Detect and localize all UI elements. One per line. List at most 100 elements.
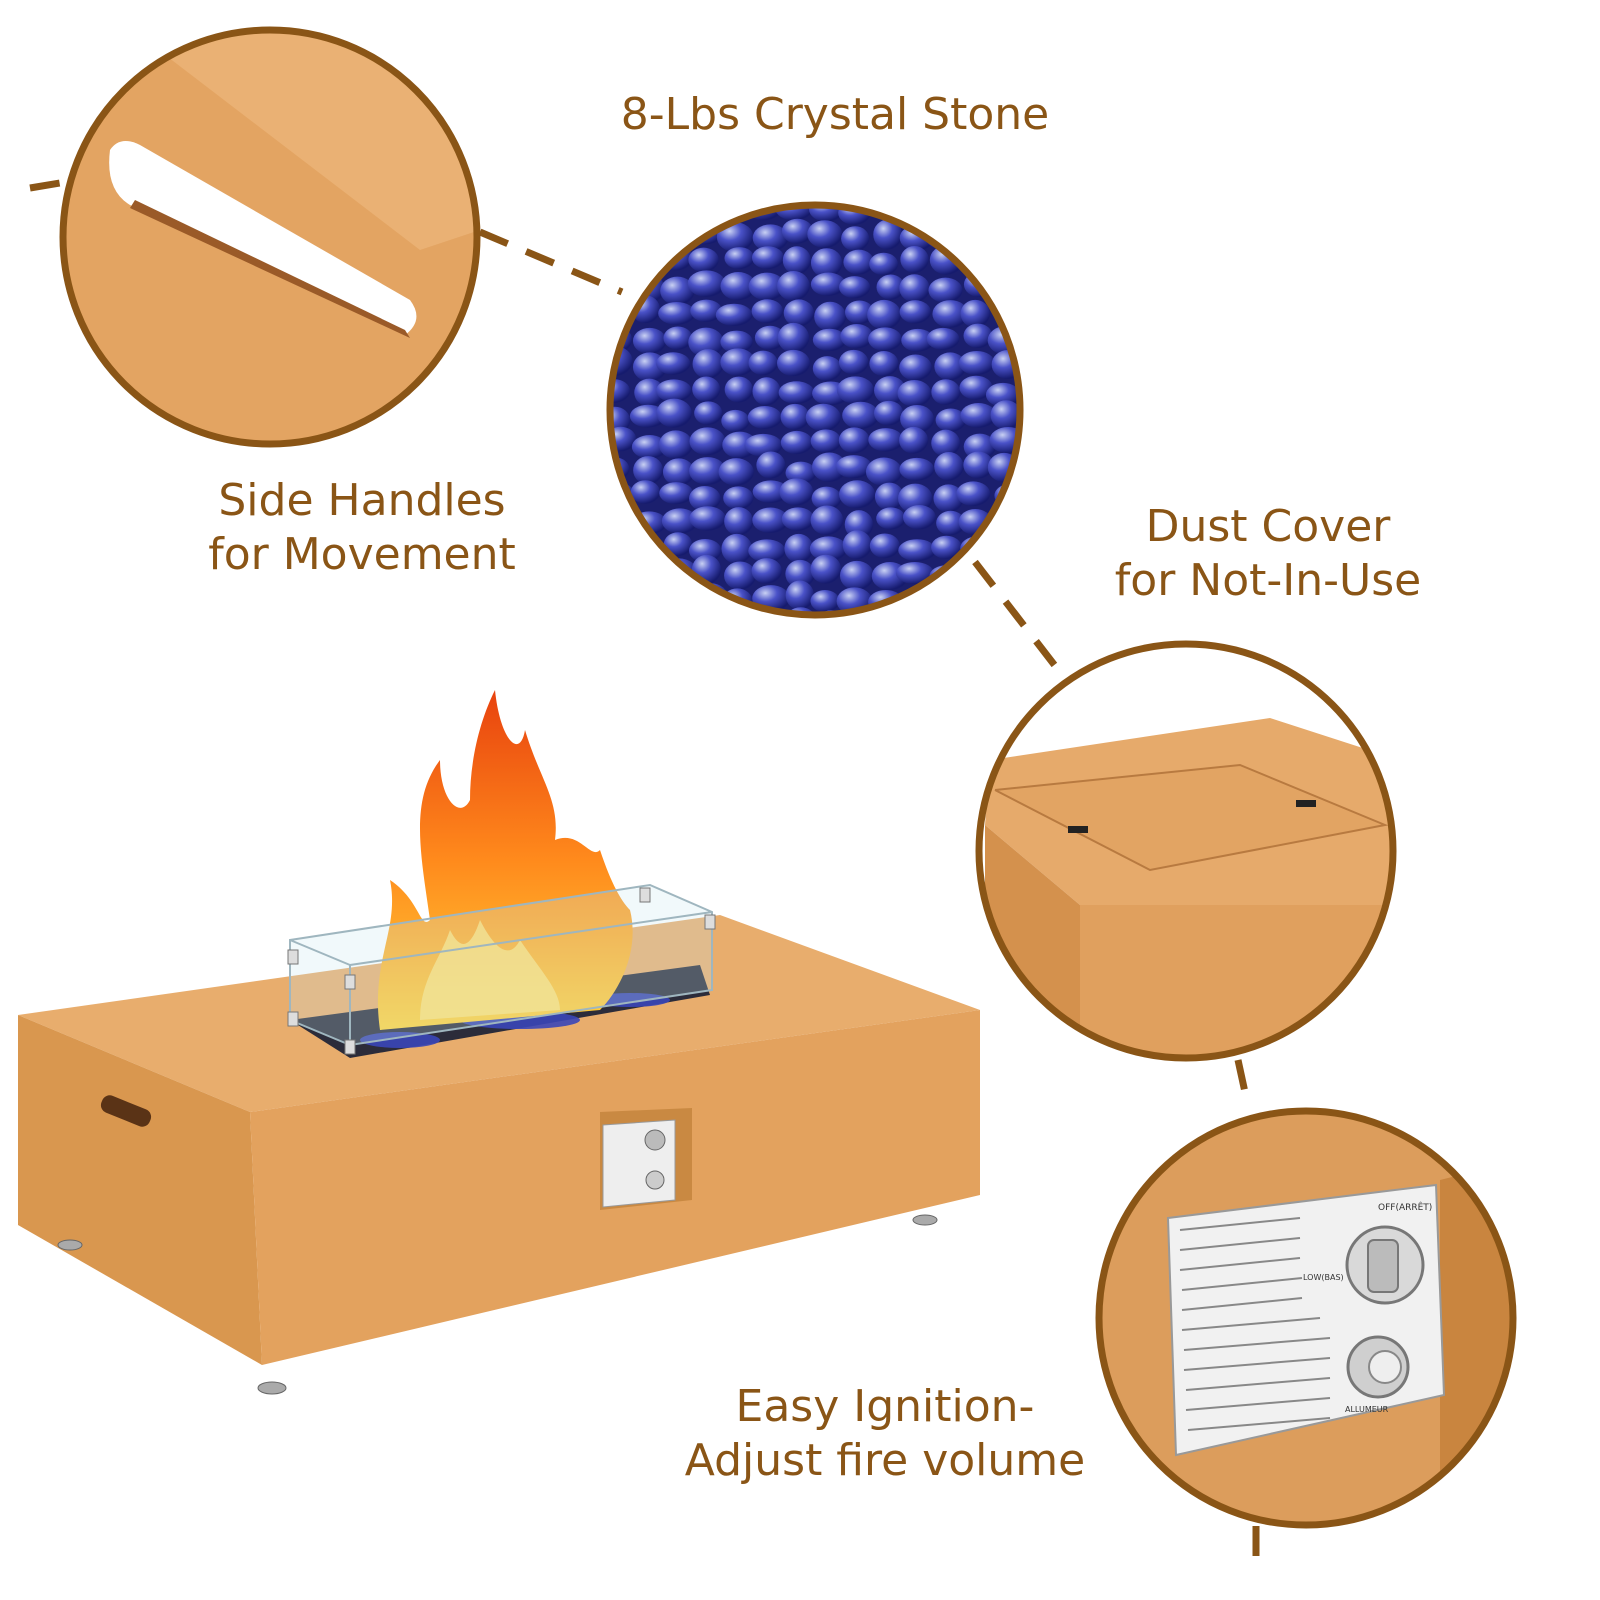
glass-stone [868,327,902,352]
feature-label-side-handles: Side Handles for Movement [208,474,516,582]
glass-stone [656,379,692,402]
flames [377,690,633,1030]
glass-stone [901,328,935,352]
glass-stone [960,403,997,428]
glass-stone [936,510,966,536]
glass-stone [754,325,786,350]
label-line: for Not-In-Use [1114,555,1422,606]
glass-stone [930,607,967,615]
table-igniter [645,1170,665,1190]
glass-stone [777,322,810,353]
label-line: 8-Lbs Crystal Stone [620,89,1050,140]
glass-stone [781,507,815,531]
glass-stone [692,349,724,379]
glass-stone [610,205,632,222]
glass-stone [688,538,722,563]
glass-stone [963,451,994,479]
glass-stone [876,507,906,530]
label-line: Dust Cover [1145,501,1391,552]
glass-stone [689,485,721,512]
glass-stone [747,614,784,615]
glass-stone [778,381,815,404]
glass-stone [810,272,846,296]
feature-label-dust-cover: Dust Cover for Not-In-Use [1115,500,1421,608]
glass-stone [635,614,665,615]
label-line: Adjust fire volume [684,1435,1086,1486]
glass-stone [752,224,789,252]
glass-stone [811,486,842,511]
feature-label-crystal-stone: 8-Lbs Crystal Stone [621,88,1049,142]
glass-stone [610,560,634,588]
glass-stone [843,249,875,275]
glass-stone [631,435,668,459]
glass-stone [632,327,667,355]
glass-stone [902,505,936,530]
glass-stone [810,554,842,584]
glass-stone [958,350,995,376]
glass-stone [662,205,694,223]
glass-stone [780,430,813,455]
glass-stone [839,276,871,299]
glass-stone [934,452,964,481]
glass-stone [784,533,813,563]
glass-stone [724,247,755,270]
glass-stone [662,458,695,486]
glass-stone [842,401,880,430]
glass-stone [895,562,934,585]
side-handle [100,1095,152,1127]
glass-stone [721,409,750,433]
glass-stone [661,508,698,534]
glass-stone [610,505,632,534]
connector-lines [29,178,1260,1560]
glass-stone [785,559,815,588]
glass-stone [935,408,966,432]
glass-stone [724,507,754,536]
glass-stone [869,533,900,559]
glass-stone [810,248,843,278]
glass-stone [811,452,847,482]
glass-stone [901,205,931,223]
glass-stone [779,478,814,506]
glass-stone [748,539,786,563]
glass-stone [931,379,961,405]
glass-stone [663,326,693,350]
glass-stone [610,583,629,610]
glass-stone [694,401,723,425]
glass-stone [688,247,719,273]
glass-stone [724,376,753,403]
glass-stone [956,611,993,615]
feature-label-ignition: Easy Ignition- Adjust fire volume [685,1380,1085,1488]
glass-stone [931,535,962,559]
ignition-detail-circle: OFF(ARRÊT) LOW(BAS) ALLUMEUR [1095,1107,1517,1529]
glass-stone [840,324,874,349]
feet [57,1214,938,1395]
glass-stone [874,376,906,405]
glass-stone [634,220,667,247]
glass-stone [836,376,874,404]
glass-stone [868,609,906,615]
glass-stone [689,457,727,485]
glass-stone [842,530,872,560]
glass-stone [898,539,936,562]
glass-stone [957,586,991,613]
glass-stone [633,456,664,485]
glass-stone [899,354,932,381]
glass-stone [899,457,935,481]
glass-stone [987,205,1020,219]
glass-stone [690,299,723,322]
glass-stone [656,398,692,428]
glass-stone [751,299,784,324]
glass-stone [873,400,904,426]
glass-stone [931,429,961,457]
table-gas-knob [644,1129,666,1151]
glass-stone [900,609,936,615]
glass-stone [899,274,930,303]
label-line: Easy Ignition- [735,1381,1035,1432]
glass-stone [960,299,990,328]
glass-stone [610,534,633,561]
glass-stone [752,480,789,503]
table-control-panel [602,1119,676,1208]
glass-stone [721,608,750,615]
glass-stone [781,218,814,244]
